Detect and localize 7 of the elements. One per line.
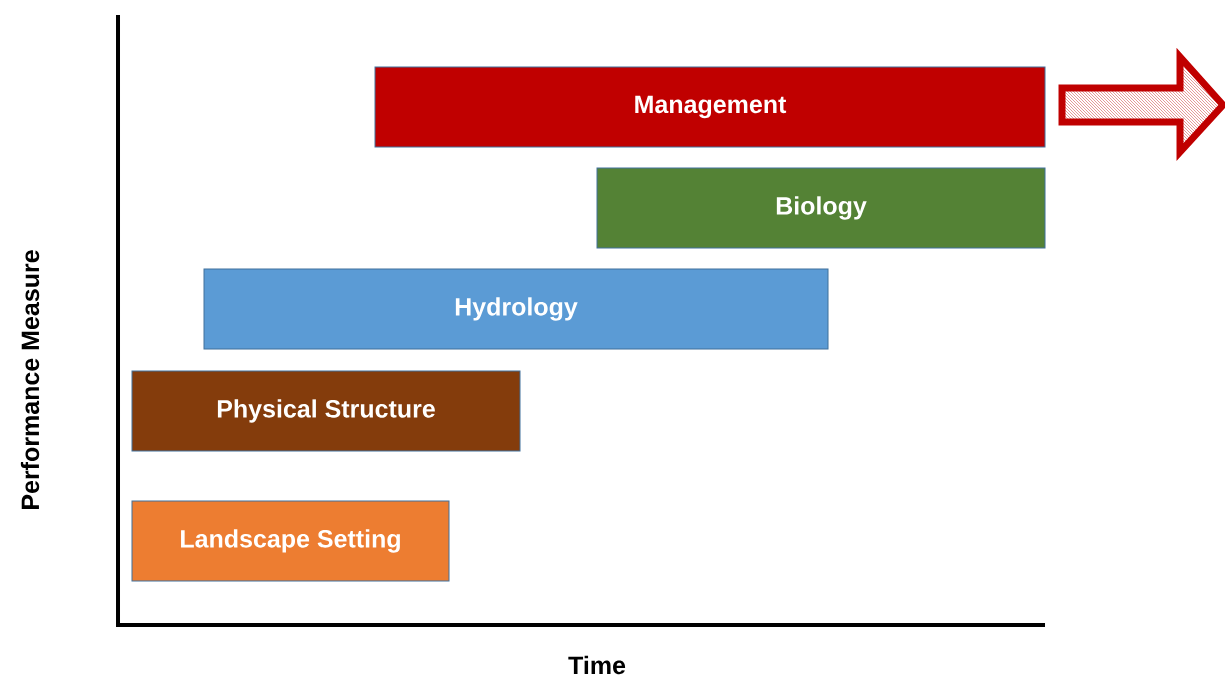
axis-label: Performance Measure xyxy=(20,250,40,509)
bar: Biology xyxy=(596,167,1046,249)
bar: Management xyxy=(374,66,1046,148)
bar: Hydrology xyxy=(203,268,829,350)
axis-label: Time xyxy=(568,655,626,675)
bar: Physical Structure xyxy=(131,370,521,452)
bar: Landscape Setting xyxy=(131,500,450,582)
